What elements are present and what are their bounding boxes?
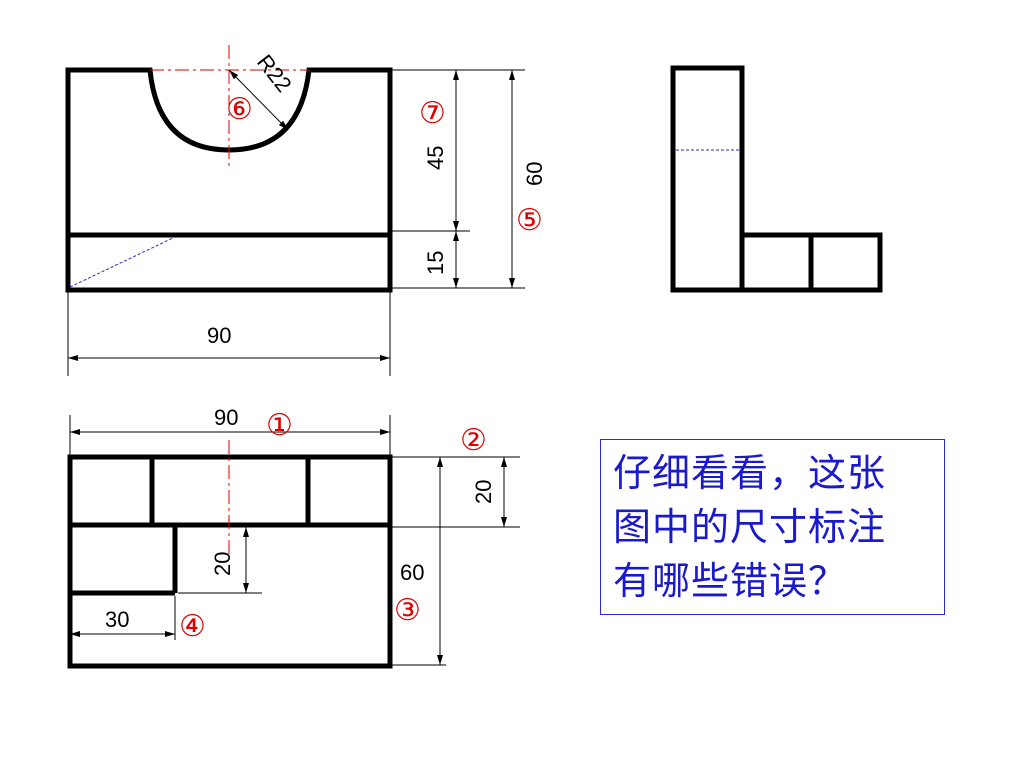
top-view: 90 20 60 20 30: [67, 405, 520, 669]
height-total-label: 60: [522, 162, 547, 186]
error-marker-4: ④: [179, 609, 206, 644]
question-line-3: 有哪些错误？: [613, 559, 848, 603]
top-width-label: 90: [214, 405, 238, 430]
question-line-2: 图中的尺寸标注: [613, 505, 887, 549]
front-view: R22 45 15 60 90: [65, 45, 547, 376]
front-view-outline: [65, 67, 393, 293]
error-marker-5: ⑤: [516, 203, 543, 238]
top-depth-label: 60: [400, 560, 424, 585]
step-depth-label: 20: [210, 552, 235, 576]
radius-label: R22: [252, 50, 297, 97]
side-view: [670, 65, 883, 293]
step-width-label: 30: [105, 607, 129, 632]
question-line-1: 仔细看看，这张: [613, 451, 887, 495]
error-marker-6: ⑥: [226, 92, 253, 127]
front-width-label: 90: [207, 323, 231, 348]
error-markers: ① ② ③ ④ ⑤ ⑥ ⑦: [179, 92, 543, 644]
error-marker-7: ⑦: [419, 96, 446, 131]
error-marker-3: ③: [394, 593, 421, 628]
slot-depth-label: 20: [471, 480, 496, 504]
front-view-hidden-line: [69, 236, 176, 288]
error-marker-1: ①: [266, 408, 293, 443]
radius-dimension-line: [228, 69, 289, 131]
question-box: 仔细看看，这张 图中的尺寸标注 有哪些错误？: [600, 439, 945, 615]
height-lower-label: 15: [423, 251, 448, 275]
height-upper-label: 45: [423, 146, 448, 170]
error-marker-2: ②: [460, 423, 487, 458]
side-view-outline: [670, 65, 883, 293]
top-view-outline: [67, 454, 393, 669]
